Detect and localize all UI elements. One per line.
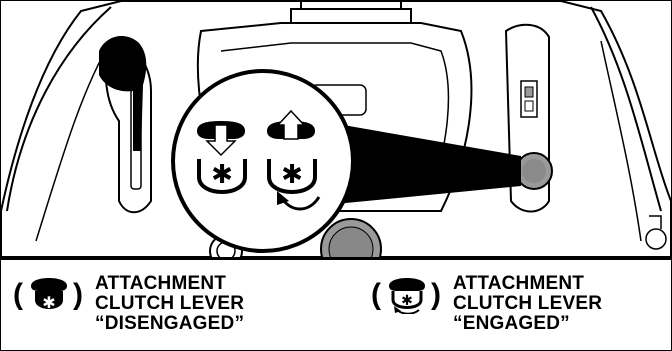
svg-text:): ) — [431, 278, 441, 311]
tractor-dashboard-illustration: ✱ ✱ — [1, 1, 671, 257]
svg-text:✱: ✱ — [211, 160, 233, 190]
legend-disengaged-text: ATTACHMENT CLUTCH LEVER “DISENGAGED” — [95, 274, 244, 334]
legend-engaged-text: ATTACHMENT CLUTCH LEVER “ENGAGED” — [453, 274, 602, 334]
magnified-disengaged-icon: ✱ — [197, 121, 247, 194]
legend-engaged-line2: CLUTCH LEVER — [453, 293, 603, 314]
legend: ( ✱ ) ATTACHMENT CLUTCH LEVER “DISENGAGE… — [1, 260, 671, 350]
legend-engaged: ( ✱ ) ATTACHMENT CLUTCH LEVER “ENGAGED” — [369, 274, 602, 334]
svg-text:✱: ✱ — [401, 293, 413, 309]
svg-text:✱: ✱ — [42, 293, 55, 312]
legend-engaged-line3: “ENGAGED” — [453, 313, 570, 334]
magnified-engaged-icon: ✱ — [267, 109, 321, 211]
legend-disengaged: ( ✱ ) ATTACHMENT CLUTCH LEVER “DISENGAGE… — [11, 274, 244, 334]
legend-disengaged-line1: ATTACHMENT — [95, 273, 227, 294]
lever-up-blade-icon: ( ✱ ) — [13, 278, 83, 312]
lever-down-blade-rotating-icon: ( ✱ ) — [371, 278, 441, 314]
legend-disengaged-line3: “DISENGAGED” — [95, 313, 245, 334]
svg-text:): ) — [73, 278, 83, 311]
svg-text:(: ( — [371, 278, 381, 311]
legend-divider — [1, 257, 671, 260]
legend-disengaged-line2: CLUTCH LEVER — [95, 293, 245, 314]
svg-text:(: ( — [13, 278, 23, 311]
svg-text:✱: ✱ — [281, 160, 303, 190]
legend-engaged-line1: ATTACHMENT — [453, 273, 585, 294]
